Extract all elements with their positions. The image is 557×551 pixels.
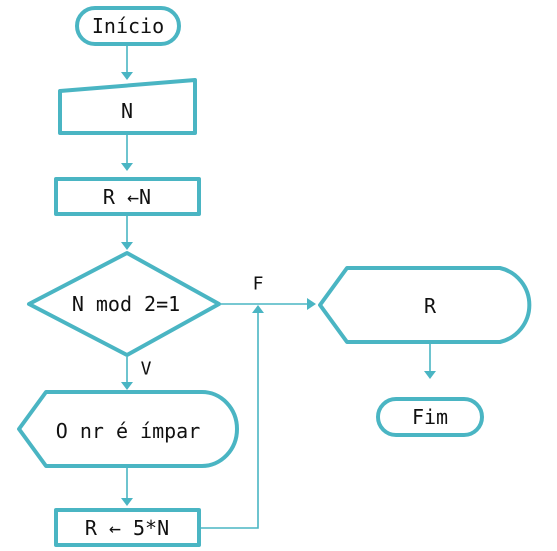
arrowhead — [307, 298, 316, 310]
node-decision: N mod 2=1 — [27, 251, 221, 357]
edge-label-true: V — [141, 359, 152, 380]
arrowhead — [121, 242, 133, 250]
node-assign-r-n: R ←N — [54, 177, 201, 216]
node-start-label: Início — [92, 14, 164, 38]
node-display-r-label: R — [424, 294, 437, 318]
edge-assign5-loop — [200, 313, 259, 529]
node-assign-r-n-label: R ←N — [103, 185, 151, 209]
arrowhead — [121, 163, 133, 171]
node-input-label: N — [121, 99, 133, 123]
node-display-odd-label: O nr é ímpar — [56, 419, 201, 443]
node-display-odd: O nr é ímpar — [17, 390, 239, 468]
node-assign-r-5n-label: R ← 5*N — [85, 516, 169, 540]
node-display-r: R — [318, 266, 532, 344]
arrowhead — [121, 72, 133, 80]
arrowhead — [121, 382, 133, 390]
arrowhead — [121, 498, 133, 506]
node-decision-label: N mod 2=1 — [72, 292, 180, 316]
edge-label-false: F — [253, 274, 264, 295]
arrowhead — [424, 371, 436, 379]
node-assign-r-5n: R ← 5*N — [54, 508, 201, 547]
node-input: N — [58, 78, 197, 135]
node-end: Fim — [376, 397, 484, 437]
connectors — [121, 44, 436, 529]
node-start: Início — [75, 6, 181, 46]
arrowhead — [252, 305, 264, 313]
node-end-label: Fim — [412, 405, 448, 429]
